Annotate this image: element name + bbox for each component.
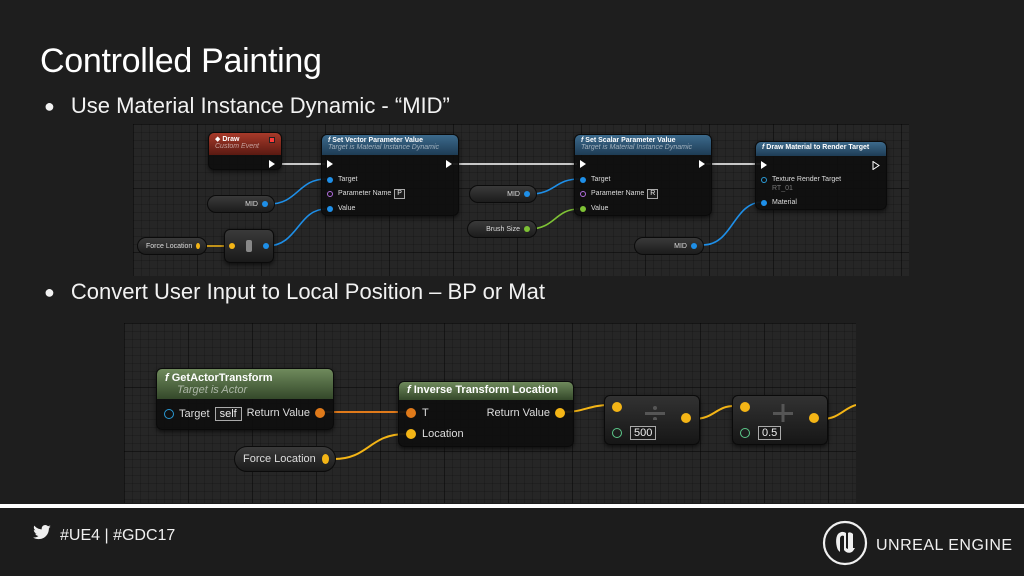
parameter-name-field[interactable]: P <box>394 189 405 199</box>
conversion-out-pin[interactable] <box>263 243 269 249</box>
exec-out-pin[interactable] <box>269 160 275 168</box>
divide-out-pin[interactable] <box>681 413 691 423</box>
event-icon: ◆ <box>215 136 223 143</box>
t-pin[interactable] <box>406 408 416 418</box>
target-pin[interactable] <box>580 176 586 183</box>
add-icon <box>773 404 793 422</box>
conversion-node[interactable] <box>224 229 274 263</box>
divide-in-pin-b[interactable] <box>612 428 622 439</box>
exec-in-pin[interactable] <box>761 161 767 169</box>
mid-variable-node[interactable]: MID <box>207 195 275 213</box>
material-pin[interactable] <box>761 199 767 206</box>
inverse-transform-location-node[interactable]: f Inverse Transform Location T Return Va… <box>398 381 574 447</box>
draw-material-to-render-target-node[interactable]: f Draw Material to Render Target Texture… <box>755 141 887 210</box>
texture-render-target-pin[interactable] <box>761 176 767 183</box>
mid-out-pin[interactable] <box>262 201 268 207</box>
target-pin[interactable] <box>164 409 174 420</box>
delegate-pin-icon[interactable] <box>269 137 275 143</box>
add-node[interactable]: 0.5 <box>732 395 828 445</box>
set-scalar-parameter-node[interactable]: f Set Scalar Parameter Value Target is M… <box>574 134 712 216</box>
function-icon: f <box>762 144 765 151</box>
parameter-name-field[interactable]: R <box>647 189 659 199</box>
conversion-in-pin[interactable] <box>229 243 235 249</box>
mid-out-pin[interactable] <box>524 191 530 197</box>
mid-variable-node[interactable]: MID <box>469 185 537 203</box>
bullet-text: Use Material Instance Dynamic - “MID” <box>70 93 450 118</box>
force-location-variable-node[interactable]: Force Location <box>234 446 336 472</box>
bullet-dot: ● <box>44 95 55 116</box>
divide-in-pin-a[interactable] <box>612 402 622 412</box>
parameter-name-pin[interactable] <box>327 190 333 197</box>
footer-hashtags: #UE4 | #GDC17 <box>32 525 175 546</box>
divide-node[interactable]: 500 <box>604 395 700 445</box>
exec-in-pin[interactable] <box>327 160 333 168</box>
unreal-engine-logo-icon <box>822 520 868 571</box>
texture-value[interactable]: RT_01 <box>772 185 793 192</box>
target-pin[interactable] <box>327 176 333 183</box>
function-icon: f <box>328 137 331 144</box>
exec-out-pin[interactable] <box>446 160 452 168</box>
function-icon: f <box>407 384 411 396</box>
function-icon: f <box>165 372 169 384</box>
mid-variable-node[interactable]: MID <box>634 237 704 255</box>
value-pin[interactable] <box>327 205 333 212</box>
blueprint-graph-local-position[interactable]: f GetActorTransform Target is Actor Targ… <box>124 323 856 503</box>
exec-out-pin[interactable] <box>872 160 880 171</box>
conversion-icon <box>246 240 252 252</box>
divide-value-field[interactable]: 500 <box>630 426 657 441</box>
exec-out-pin[interactable] <box>699 160 705 168</box>
unreal-engine-brand: UNREAL ENGINE <box>822 520 1013 571</box>
add-value-field[interactable]: 0.5 <box>758 426 782 441</box>
footer-bar <box>0 508 1024 576</box>
add-out-pin[interactable] <box>809 413 819 423</box>
bullet-mid: ● Use Material Instance Dynamic - “MID” <box>44 93 450 119</box>
function-icon: f <box>581 137 584 144</box>
brush-size-out-pin[interactable] <box>524 226 530 232</box>
bullet-dot: ● <box>44 281 55 302</box>
bullet-convert-input: ● Convert User Input to Local Position –… <box>44 279 545 305</box>
add-in-pin-b[interactable] <box>740 428 750 439</box>
force-location-out-pin[interactable] <box>196 243 200 249</box>
force-location-variable-node[interactable]: Force Location <box>137 237 207 255</box>
set-vector-parameter-node[interactable]: f Set Vector Parameter Value Target is M… <box>321 134 459 216</box>
exec-in-pin[interactable] <box>580 160 586 168</box>
parameter-name-pin[interactable] <box>580 190 586 197</box>
force-location-out-pin[interactable] <box>321 454 329 464</box>
add-in-pin-a[interactable] <box>740 402 750 412</box>
mid-out-pin[interactable] <box>691 243 697 249</box>
custom-event-node[interactable]: ◆ Draw Custom Event <box>208 132 282 170</box>
twitter-icon <box>32 525 52 546</box>
return-value-pin[interactable] <box>555 408 565 418</box>
location-pin[interactable] <box>406 429 416 439</box>
footer-divider <box>0 504 1024 508</box>
target-self-field[interactable]: self <box>214 407 242 422</box>
return-value-pin[interactable] <box>315 408 325 418</box>
slide-title: Controlled Painting <box>40 42 322 80</box>
brush-size-variable-node[interactable]: Brush Size <box>467 220 537 238</box>
bullet-text: Convert User Input to Local Position – B… <box>70 279 545 304</box>
divide-icon <box>645 406 665 420</box>
get-actor-transform-node[interactable]: f GetActorTransform Target is Actor Targ… <box>156 368 334 430</box>
value-pin[interactable] <box>580 205 586 212</box>
blueprint-graph-mid[interactable]: ◆ Draw Custom Event f Set Vector Paramet… <box>133 124 909 276</box>
